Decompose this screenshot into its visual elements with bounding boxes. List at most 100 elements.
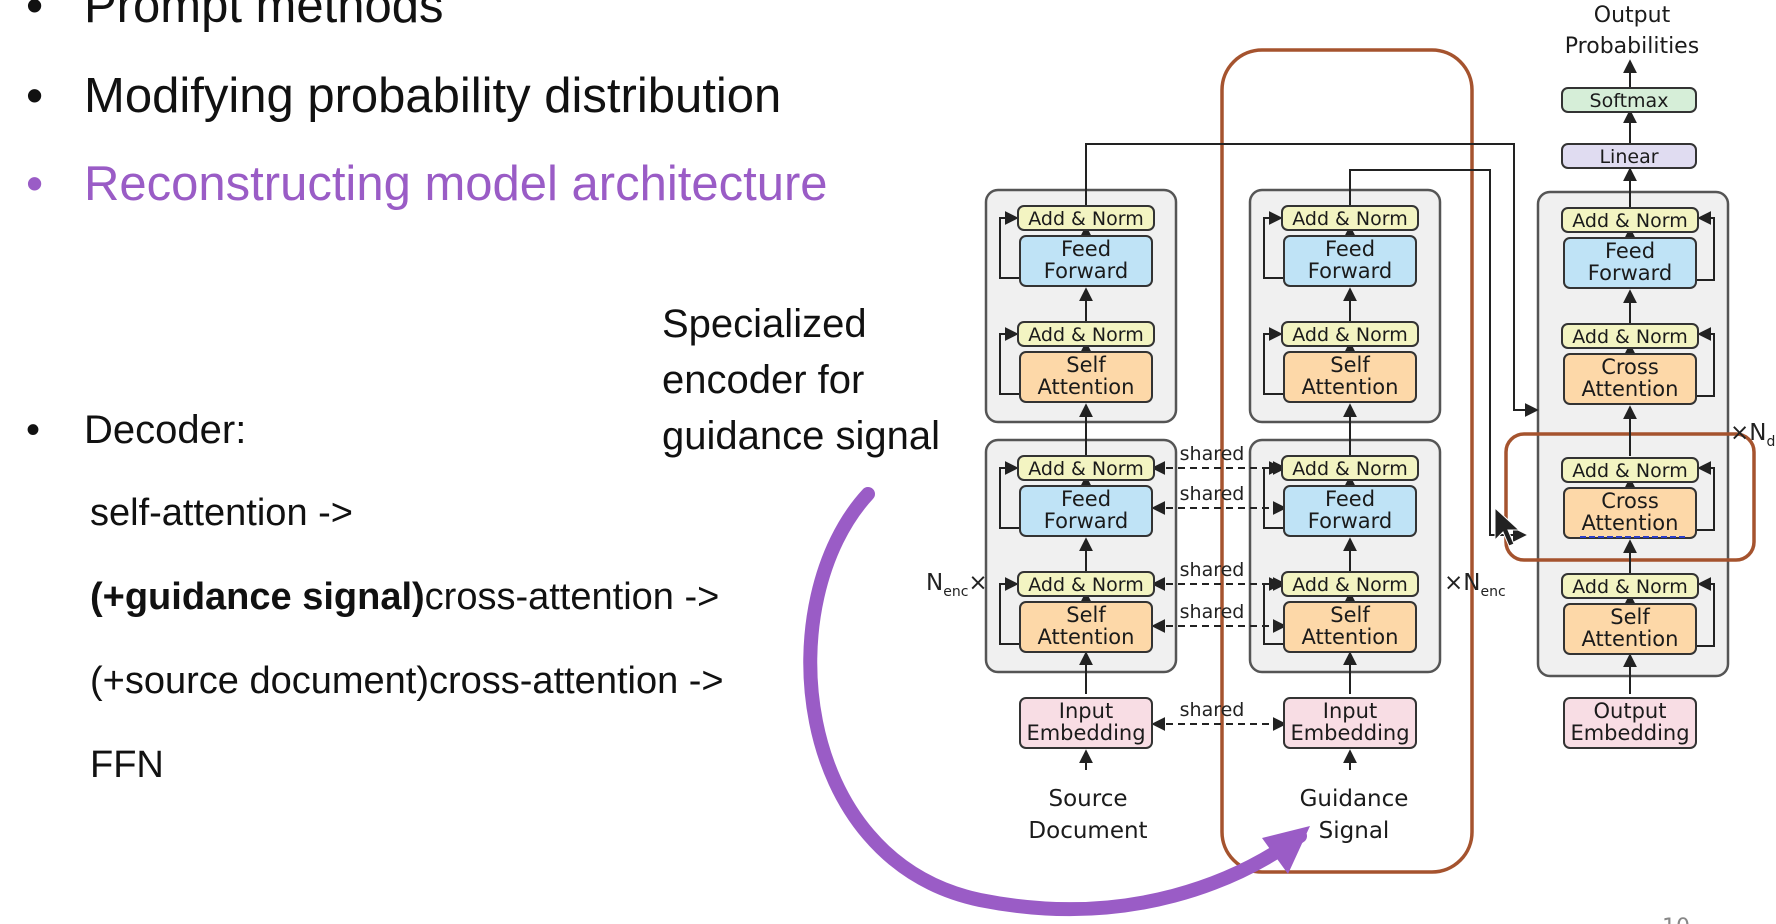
- n-prefix: ×: [1730, 420, 1749, 446]
- decoder-step-4: FFN: [90, 744, 164, 787]
- bullet-dot: •: [26, 157, 44, 211]
- add-norm-label: Add & Norm: [1028, 574, 1144, 596]
- cross-attention-label: Attention: [1582, 511, 1679, 535]
- n-base: N: [1463, 570, 1480, 596]
- add-norm-block: [1561, 323, 1699, 349]
- add-norm-block: [1561, 573, 1699, 599]
- self-attention-label: Attention: [1038, 625, 1135, 649]
- n-prefix: ×: [1444, 570, 1463, 596]
- decoder-step-3: (+source document)cross-attention ->: [90, 660, 724, 703]
- bullet-dot: •: [26, 0, 44, 33]
- mouse-cursor-icon: [1494, 506, 1521, 547]
- n-base: N: [1749, 420, 1766, 446]
- softmax-block: [1561, 87, 1697, 113]
- self-attention-label: Self: [1330, 353, 1370, 377]
- add-norm-block: [1017, 571, 1155, 597]
- add-norm-label: Add & Norm: [1028, 208, 1144, 230]
- cross-attention-label: Cross: [1601, 355, 1659, 379]
- bullet-dot: •: [26, 69, 44, 123]
- annotation-line: encoder for: [662, 358, 865, 402]
- shared-label: shared: [1180, 699, 1245, 721]
- guidance-signal-label: Guidance: [1300, 786, 1409, 812]
- annotation-line: Specialized: [662, 302, 867, 346]
- repeat-labels: Nenc× ×Nenc ×Ndec: [926, 420, 1776, 600]
- n-suffix: ×: [968, 570, 987, 596]
- self-attention-block: [1019, 351, 1153, 403]
- source-document-label: Source: [1049, 786, 1128, 812]
- add-norm-label: Add & Norm: [1572, 210, 1688, 232]
- bullet-dot: •: [26, 408, 41, 452]
- add-norm-block: [1017, 321, 1155, 347]
- cross-attention-block-source: [1563, 353, 1697, 405]
- self-attention-label: Attention: [1302, 625, 1399, 649]
- shared-label: shared: [1180, 443, 1245, 465]
- feed-forward-label: Feed: [1061, 237, 1111, 261]
- shared-label: shared: [1180, 601, 1245, 623]
- add-norm-block: [1281, 455, 1419, 481]
- add-norm-block: [1017, 455, 1155, 481]
- self-attention-block: [1283, 601, 1417, 653]
- decoder-step-text: FFN: [90, 744, 164, 786]
- add-norm-label: Add & Norm: [1572, 460, 1688, 482]
- feed-forward-label: Feed: [1061, 487, 1111, 511]
- input-embedding-block: [1019, 697, 1153, 749]
- feed-forward-label: Forward: [1044, 259, 1128, 283]
- add-norm-block: [1281, 571, 1419, 597]
- add-norm-label: Add & Norm: [1292, 324, 1408, 346]
- decoder-heading: • Decoder:: [26, 408, 246, 453]
- add-norm-block: [1561, 207, 1699, 233]
- add-norm-block: [1017, 205, 1155, 231]
- output-embedding-label: Output: [1594, 699, 1667, 723]
- feed-forward-label: Forward: [1044, 509, 1128, 533]
- output-probabilities-label: Probabilities: [1565, 34, 1699, 59]
- add-norm-block: [1281, 205, 1419, 231]
- input-embedding-label: Embedding: [1290, 721, 1409, 745]
- add-norm-label: Add & Norm: [1292, 208, 1408, 230]
- decoder-step-text: (+source document)cross-attention ->: [90, 660, 724, 702]
- feed-forward-block: [1019, 235, 1153, 287]
- feed-forward-block: [1563, 237, 1697, 289]
- linear-block: [1561, 143, 1697, 169]
- n-enc-right-label: ×Nenc: [1444, 570, 1506, 600]
- self-attention-label: Self: [1330, 603, 1370, 627]
- softmax-label: Softmax: [1590, 90, 1669, 112]
- page-number: 10: [1662, 915, 1690, 924]
- self-attention-label: Attention: [1038, 375, 1135, 399]
- feed-forward-block: [1019, 485, 1153, 537]
- bullet-prompt-methods: • Prompt methods: [26, 0, 444, 34]
- add-norm-block: [1281, 321, 1419, 347]
- guidance-encoder-output-line: [1349, 169, 1527, 542]
- add-norm-label: Add & Norm: [1292, 574, 1408, 596]
- self-attention-label: Self: [1610, 605, 1650, 629]
- n-enc-left-label: Nenc×: [926, 570, 988, 600]
- shared-label: shared: [1180, 483, 1245, 505]
- output-embedding-label: Embedding: [1570, 721, 1689, 745]
- self-attention-label: Attention: [1582, 627, 1679, 651]
- shared-connectors: [1151, 461, 1287, 731]
- decoder-step-1: self-attention ->: [90, 492, 353, 535]
- self-attention-block: [1563, 603, 1697, 655]
- self-attention-label: Self: [1066, 353, 1106, 377]
- add-norm-label: Add & Norm: [1028, 324, 1144, 346]
- guidance-signal-label: Signal: [1319, 818, 1390, 844]
- bullet-text: Prompt methods: [84, 0, 444, 33]
- add-norm-block: [1561, 457, 1699, 483]
- n-sub: dec: [1767, 434, 1776, 450]
- feed-forward-label: Forward: [1308, 259, 1392, 283]
- n-sub: enc: [943, 584, 968, 600]
- feed-forward-block: [1283, 485, 1417, 537]
- bullet-text: Reconstructing model architecture: [84, 157, 828, 211]
- input-embedding-block: [1283, 697, 1417, 749]
- linear-label: Linear: [1599, 146, 1658, 168]
- n-dec-label: ×Ndec: [1730, 420, 1776, 450]
- n-base: N: [926, 570, 943, 596]
- source-encoder-output-line: [1085, 143, 1539, 417]
- feed-forward-label: Feed: [1325, 237, 1375, 261]
- annotation-line: guidance signal: [662, 414, 940, 458]
- input-embedding-label: Input: [1323, 699, 1377, 723]
- decoder-label: Decoder:: [84, 408, 247, 452]
- cross-attention-label: Cross: [1601, 489, 1659, 513]
- decoder-step-2: (+guidance signal)cross-attention ->: [90, 576, 719, 619]
- source-document-label: Document: [1028, 818, 1147, 844]
- annotation-specialized-encoder: Specialized encoder for guidance signal: [662, 296, 940, 464]
